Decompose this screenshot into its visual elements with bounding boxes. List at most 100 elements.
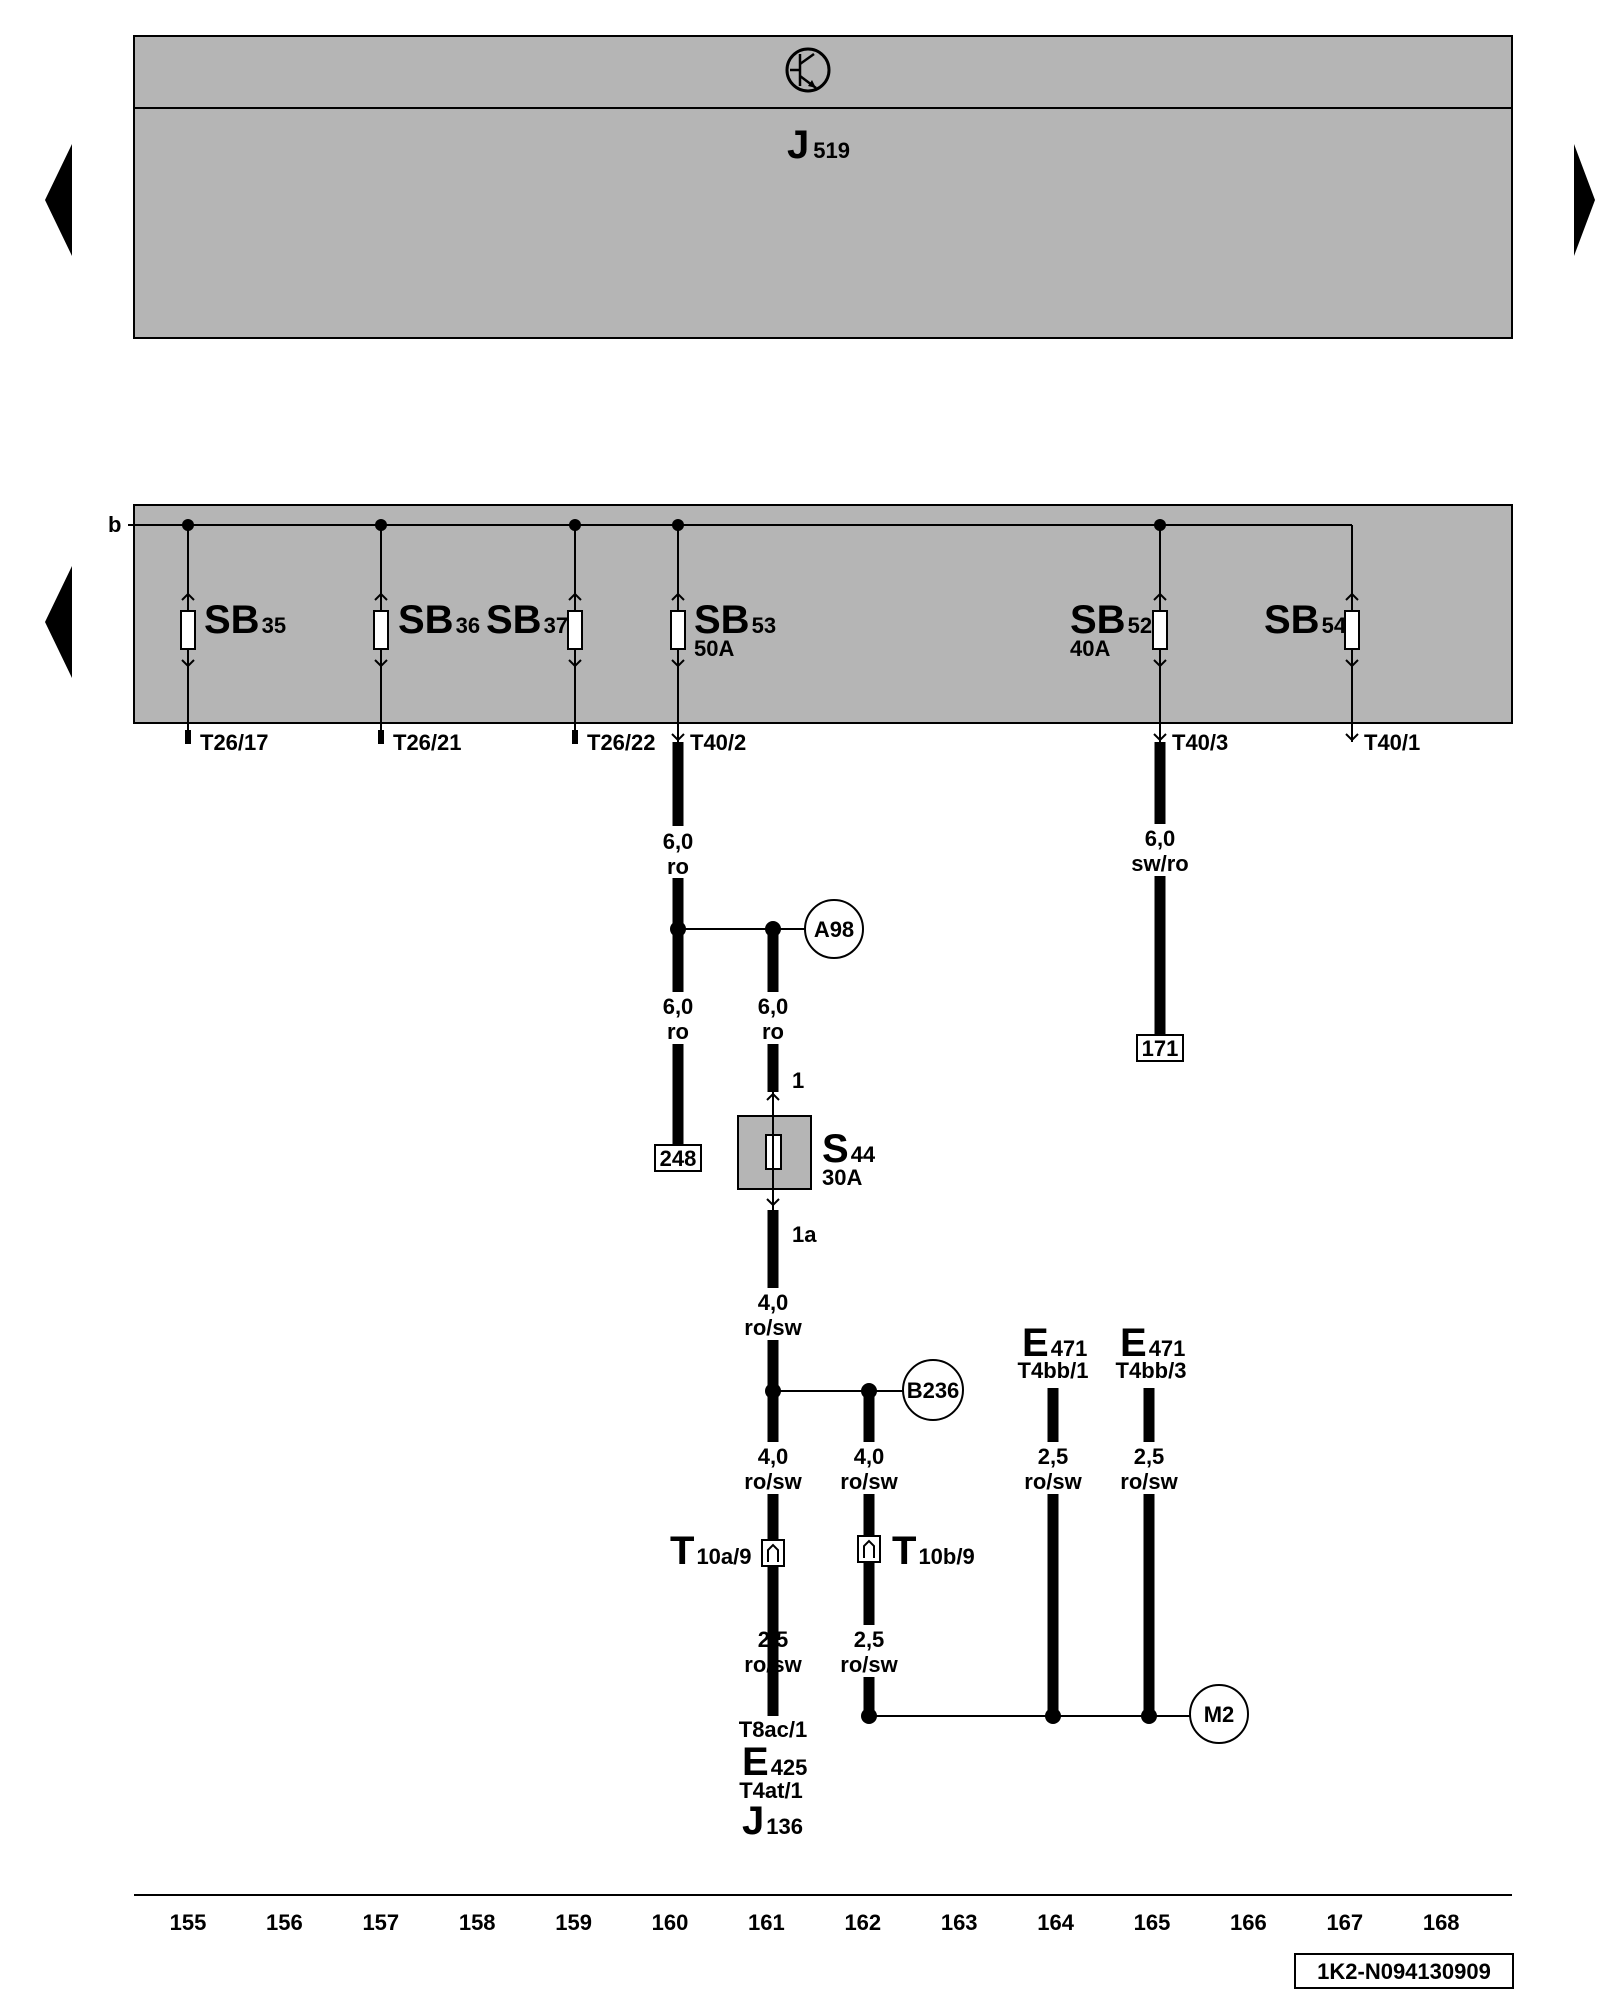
wire-color-label: ro/sw — [1024, 1469, 1082, 1494]
fuse-box: b — [108, 504, 1513, 724]
pin-t4at-label: T4at/1 — [739, 1778, 803, 1803]
scale-number: 163 — [941, 1910, 978, 1935]
scale-number: 159 — [555, 1910, 592, 1935]
scale-number: 155 — [170, 1910, 207, 1935]
component-e471-b-pin: T4bb/3 — [1116, 1358, 1187, 1383]
fuse-label: SB36 — [398, 598, 480, 642]
wire-color-label: sw/ro — [1131, 851, 1188, 876]
scale-number: 162 — [844, 1910, 881, 1935]
ground-point-m2[interactable]: M2 — [1189, 1684, 1249, 1744]
wire-color-label: ro/sw — [744, 1315, 802, 1340]
fuse-s44-pin-in: 1 — [792, 1068, 804, 1093]
wire-color-label: ro/sw — [840, 1652, 898, 1677]
nav-next-arrow-top[interactable] — [1574, 144, 1595, 256]
fuse-layer: SB35T26/17SB36T26/21SB37T26/22SB5350AT40… — [180, 519, 1420, 755]
wire-color-label: ro/sw — [840, 1469, 898, 1494]
pin-label: T40/1 — [1364, 730, 1420, 755]
connector-t10b[interactable]: T10b/9 — [857, 1529, 975, 1573]
column-scale: 155 156 157 158 159 160 161 162 163 164 165 166 167 1… — [170, 1910, 1460, 1935]
nav-prev-arrow-top[interactable] — [45, 144, 72, 256]
connection-point-b236[interactable]: B236 — [902, 1359, 964, 1421]
document-id-box: 1K2-N094130909 — [1294, 1953, 1514, 1989]
scale-number: 167 — [1326, 1910, 1363, 1935]
control-unit-symbol-icon — [785, 47, 831, 93]
connector-t10a[interactable]: T10a/9 — [670, 1529, 785, 1573]
wire-size-label: 2,5 — [1038, 1444, 1069, 1469]
fuse-label: SB35 — [204, 598, 286, 642]
fuse-s44-pin-out: 1a — [792, 1222, 817, 1247]
connection-point-a98-label: A98 — [814, 917, 854, 942]
fuse-s44-rating: 30A — [822, 1165, 862, 1190]
fuse-s44-label: S44 — [822, 1127, 876, 1171]
component-e471-b-label: E471 — [1120, 1321, 1185, 1365]
wire-labels: 6,0 ro 6,0 sw/ro 6,0 ro 6,0 ro 4,0 ro/sw… — [652, 824, 1200, 1677]
wire-size-label: 6,0 — [663, 829, 694, 854]
fuse-label: SB53 — [694, 598, 776, 642]
ref-box-248[interactable]: 248 — [654, 1144, 702, 1172]
component-e471-a: E471 T4bb/1 — [1018, 1321, 1089, 1383]
pin-label: T26/21 — [393, 730, 462, 755]
wire-size-label: 6,0 — [1145, 826, 1176, 851]
scale-number: 168 — [1423, 1910, 1460, 1935]
rail-label: b — [108, 512, 121, 537]
document-id-label: 1K2-N094130909 — [1317, 1959, 1491, 1984]
scale-number: 157 — [362, 1910, 399, 1935]
destination-labels: T8ac/1 E425 T4at/1 J136 — [739, 1717, 808, 1843]
fuse-label: SB52 — [1070, 598, 1152, 642]
pin-label: T40/3 — [1172, 730, 1228, 755]
wire-size-label: 2,5 — [854, 1627, 885, 1652]
fuse-s44[interactable]: S44 30A 1 1a — [737, 1068, 876, 1247]
junction-dot — [1045, 1708, 1061, 1724]
scale-number: 165 — [1134, 1910, 1171, 1935]
component-e471-a-pin: T4bb/1 — [1018, 1358, 1089, 1383]
scale-number: 156 — [266, 1910, 303, 1935]
ground-point-m2-label: M2 — [1204, 1702, 1235, 1727]
wire-color-label: ro — [667, 854, 689, 879]
pin-label: T26/17 — [200, 730, 269, 755]
scale-number: 160 — [652, 1910, 689, 1935]
wire-layer — [670, 742, 1190, 1724]
wire-color-label: ro/sw — [744, 1469, 802, 1494]
component-e471-a-label: E471 — [1022, 1321, 1087, 1365]
scale-number: 161 — [748, 1910, 785, 1935]
connector-t10b-label: T10b/9 — [892, 1529, 975, 1573]
wire-size-label: 4,0 — [854, 1444, 885, 1469]
pin-t8ac-label: T8ac/1 — [739, 1717, 808, 1742]
ref-box-248-label: 248 — [660, 1146, 697, 1171]
pin-label: T40/2 — [690, 730, 746, 755]
junction-dot — [765, 1383, 781, 1399]
junction-dot — [1141, 1708, 1157, 1724]
nav-prev-arrow-mid[interactable] — [45, 566, 72, 678]
component-j136-label: J136 — [742, 1799, 803, 1843]
scale-number: 158 — [459, 1910, 496, 1935]
junction-dot — [670, 921, 686, 937]
wire-size-label: 2,5 — [1134, 1444, 1165, 1469]
ref-box-171-label: 171 — [1142, 1036, 1179, 1061]
fuse-label: SB54 — [1264, 598, 1347, 642]
connector-t10a-label: T10a/9 — [670, 1529, 752, 1573]
wire-size-label: 4,0 — [758, 1444, 789, 1469]
wire-size-label: 6,0 — [663, 994, 694, 1019]
connection-point-a98[interactable]: A98 — [804, 899, 864, 959]
ref-box-171[interactable]: 171 — [1136, 1034, 1184, 1062]
connection-point-b236-label: B236 — [907, 1378, 960, 1403]
pin-label: T26/22 — [587, 730, 656, 755]
wire-color-label: ro — [667, 1019, 689, 1044]
wire-size-label: 6,0 — [758, 994, 789, 1019]
fuse-label: SB37 — [486, 598, 568, 642]
junction-dot — [861, 1708, 877, 1724]
wire-color-label: ro — [762, 1019, 784, 1044]
component-e471-b: E471 T4bb/3 — [1116, 1321, 1187, 1383]
scale-number: 166 — [1230, 1910, 1267, 1935]
scale-number: 164 — [1037, 1910, 1074, 1935]
fuse-rating: 50A — [694, 636, 734, 661]
fuse-rating: 40A — [1070, 636, 1110, 661]
